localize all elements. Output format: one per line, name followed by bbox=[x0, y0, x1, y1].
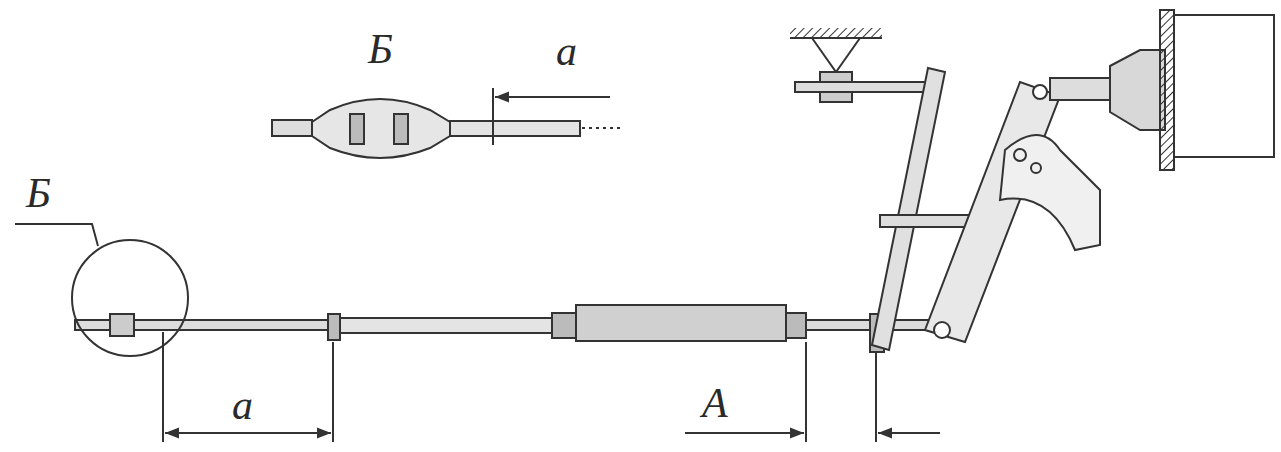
lever-mechanism bbox=[790, 10, 1274, 350]
detail-view bbox=[272, 88, 620, 158]
view-letter: Б bbox=[26, 172, 51, 214]
main-rod bbox=[75, 305, 938, 352]
dimension-lines bbox=[163, 332, 940, 442]
dimension-letter: А bbox=[702, 382, 728, 424]
view-letter: Б bbox=[368, 28, 393, 70]
dimension-letter: а bbox=[232, 384, 253, 426]
dimension-letter: а bbox=[556, 30, 577, 72]
